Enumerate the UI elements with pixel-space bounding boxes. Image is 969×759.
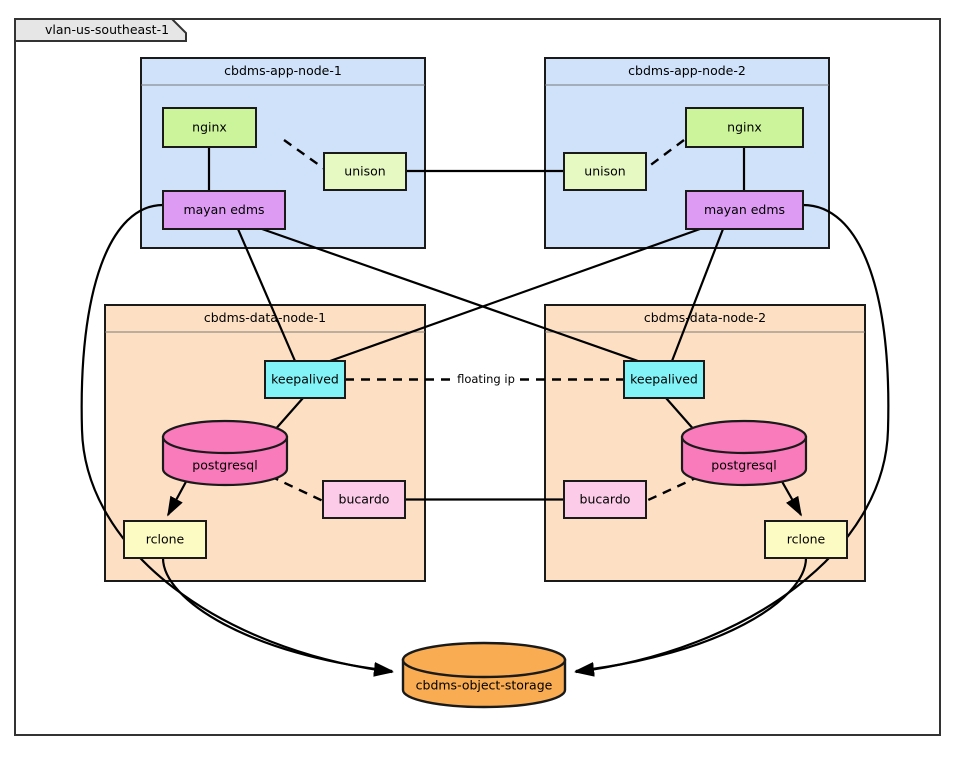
node-bucardo-1[interactable]: bucardo	[322, 480, 406, 519]
node-rclone-2-label: rclone	[787, 532, 826, 547]
node-mayan-edms-1[interactable]: mayan edms	[162, 190, 286, 230]
node-mayan-edms-1-label: mayan edms	[183, 202, 264, 217]
node-unison-2-label: unison	[584, 164, 625, 179]
node-rclone-1[interactable]: rclone	[123, 520, 207, 559]
node-rclone-1-box[interactable]	[123, 520, 207, 559]
edges-layer: floating ip	[80, 139, 890, 677]
node-nginx-1-label: nginx	[192, 120, 227, 135]
node-postgresql-2-label: postgresql	[711, 458, 776, 473]
edge-nginx1-unison1	[283, 139, 327, 171]
node-bucardo-1-label: bucardo	[339, 492, 390, 507]
node-keepalived-2[interactable]: keepalived	[623, 360, 705, 399]
edge-mayan1-object-storage	[80, 203, 394, 677]
edge-mayan1-keepalived2	[261, 227, 639, 363]
group-data-node-2-title: cbdms-data-node-2	[644, 310, 766, 325]
node-keepalived-1-box[interactable]	[264, 360, 346, 399]
node-unison-2-box[interactable]	[563, 152, 647, 191]
node-unison-2[interactable]: unison	[563, 152, 647, 191]
node-object-storage-top[interactable]	[401, 641, 567, 679]
edge-postgresql2-rclone2	[779, 477, 802, 517]
edge-mayan2-keepalived2	[670, 228, 725, 362]
zone-label: vlan-us-southeast-1	[45, 22, 169, 37]
edge-mayan2-keepalived1	[329, 227, 701, 363]
node-bucardo-2-label: bucardo	[580, 492, 631, 507]
node-keepalived-1-label: keepalived	[271, 372, 339, 387]
node-nginx-1-box[interactable]	[162, 107, 257, 148]
node-bucardo-2[interactable]: bucardo	[563, 480, 647, 519]
edge-mayan2-object-storage	[574, 203, 890, 677]
node-unison-1[interactable]: unison	[323, 152, 407, 191]
node-keepalived-1[interactable]: keepalived	[264, 360, 346, 399]
node-postgresql-1-top[interactable]	[161, 419, 289, 455]
node-rclone-1-label: rclone	[146, 532, 185, 547]
group-app-node-1-title: cbdms-app-node-1	[224, 63, 342, 78]
node-nginx-2[interactable]: nginx	[685, 107, 804, 148]
node-bucardo-1-box[interactable]	[322, 480, 406, 519]
node-rclone-2-box[interactable]	[764, 520, 848, 559]
node-keepalived-2-box[interactable]	[623, 360, 705, 399]
node-object-storage[interactable]: cbdms-object-storage	[401, 641, 567, 709]
node-mayan-edms-1-box[interactable]	[162, 190, 286, 230]
node-object-storage-label: cbdms-object-storage	[416, 678, 553, 693]
node-nginx-1[interactable]: nginx	[162, 107, 257, 148]
node-mayan-edms-2-label: mayan edms	[704, 202, 785, 217]
node-nginx-2-label: nginx	[727, 120, 762, 135]
group-data-node-1-title: cbdms-data-node-1	[204, 310, 326, 325]
zone-tab	[14, 18, 187, 42]
node-unison-1-label: unison	[344, 164, 385, 179]
node-rclone-2[interactable]: rclone	[764, 520, 848, 559]
node-unison-1-box[interactable]	[323, 152, 407, 191]
node-nginx-2-box[interactable]	[685, 107, 804, 148]
group-app-node-2-title: cbdms-app-node-2	[628, 63, 746, 78]
node-postgresql-2[interactable]: postgresql	[680, 419, 808, 487]
edge-label-floating-ip: floating ip	[457, 372, 515, 386]
edge-postgresql2-bucardo2	[645, 474, 701, 503]
node-postgresql-2-top[interactable]	[680, 419, 808, 455]
node-keepalived-2-label: keepalived	[630, 372, 698, 387]
node-postgresql-1-label: postgresql	[192, 458, 257, 473]
node-postgresql-1[interactable]: postgresql	[161, 419, 289, 487]
node-mayan-edms-2[interactable]: mayan edms	[685, 190, 804, 230]
edge-mayan1-keepalived1	[236, 228, 297, 362]
node-bucardo-2-box[interactable]	[563, 480, 647, 519]
edge-postgresql1-bucardo1	[269, 474, 324, 503]
edge-postgresql1-rclone1	[167, 477, 189, 517]
node-mayan-edms-2-box[interactable]	[685, 190, 804, 230]
edge-nginx2-unison2	[643, 139, 685, 171]
